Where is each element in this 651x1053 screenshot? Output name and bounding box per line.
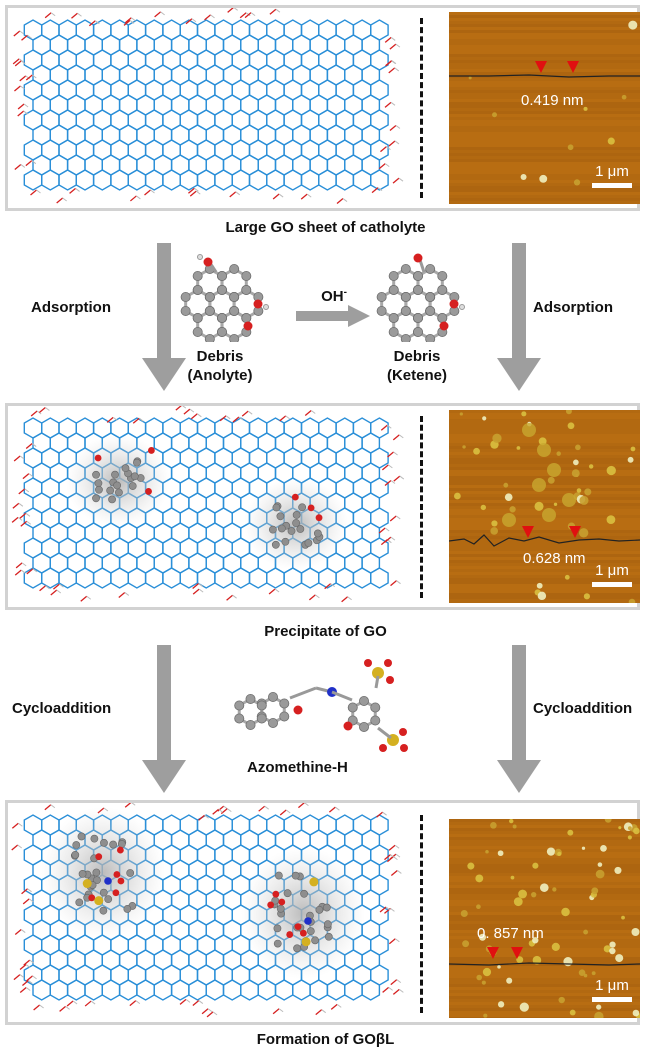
caption-panel1: Large GO sheet of catholyte [225,219,426,236]
afm-topography [449,410,640,603]
scale-bar [592,183,632,188]
reagent-text: OH [321,288,344,305]
scale-bar [592,582,632,587]
marker-triangle-left [535,61,547,73]
height-profile-line [449,947,640,966]
afm-image-precipitate: 0.628 nm 1 μm [449,410,640,603]
height-label: 0. 857 nm [477,925,544,942]
height-label: 0.419 nm [521,92,584,109]
reagent-charge: - [343,287,347,298]
afm-image-catholyte: 0.419 nm 1 μm [449,12,640,204]
ketene-label: Debris (Ketene) [377,347,457,385]
grafted-azomethine-overlay [41,807,365,979]
step-label-adsorption-left: Adsorption [31,299,111,316]
marker-triangle-right [567,61,579,73]
caption-panel3: Formation of GOβL [256,1031,395,1048]
down-arrow-right-1 [497,243,541,391]
down-arrow-left-1 [142,243,186,391]
graphene-oxide-sheet [12,8,404,205]
anolyte-label-line2: (Anolyte) [187,367,253,384]
reagent-label: OH- [314,283,354,306]
down-arrow-left-2 [142,645,186,793]
step-label-cycloaddition-right: Cycloaddition [533,700,633,717]
step-label-adsorption-right: Adsorption [533,299,613,316]
panel-formation-gobl: 0. 857 nm 1 μm [5,800,640,1025]
panel-large-go-sheet: 0.419 nm 1 μm [5,5,640,211]
down-arrow-right-2 [497,645,541,793]
dashed-divider [420,815,423,1013]
marker-triangle-left [522,526,534,538]
marker-triangle-right [511,947,523,959]
anolyte-molecule [180,254,269,342]
azomethine-h-label: Azomethine-H [247,759,348,776]
afm-topography [449,12,640,204]
adsorbed-debris-overlay [66,435,348,570]
scale-label: 1 μm [595,163,629,180]
anolyte-label: Debris (Anolyte) [180,347,260,385]
step-label-cycloaddition-left: Cycloaddition [12,700,112,717]
ketene-label-line2: (Ketene) [386,367,447,384]
ketene-label-line1: Debris [393,348,441,365]
marker-triangle-right [569,526,581,538]
anolyte-label-line1: Debris [196,348,244,365]
reaction-arrow [296,305,370,327]
panel-precipitate-go: 0.628 nm 1 μm [5,403,640,610]
scale-label: 1 μm [595,977,629,994]
dashed-divider [420,416,423,598]
afm-image-gobl: 0. 857 nm 1 μm [449,819,640,1018]
ketene-molecule [376,253,465,342]
height-profile-line [449,61,640,78]
caption-panel2: Precipitate of GO [264,623,387,640]
afm-topography [449,819,640,1018]
height-profile-line [449,526,640,547]
scale-label: 1 μm [595,562,629,579]
azomethine-h-molecule [234,659,408,752]
scale-bar [592,997,632,1002]
marker-triangle-left [487,947,499,959]
dashed-divider [420,18,423,198]
height-label: 0.628 nm [523,550,586,567]
